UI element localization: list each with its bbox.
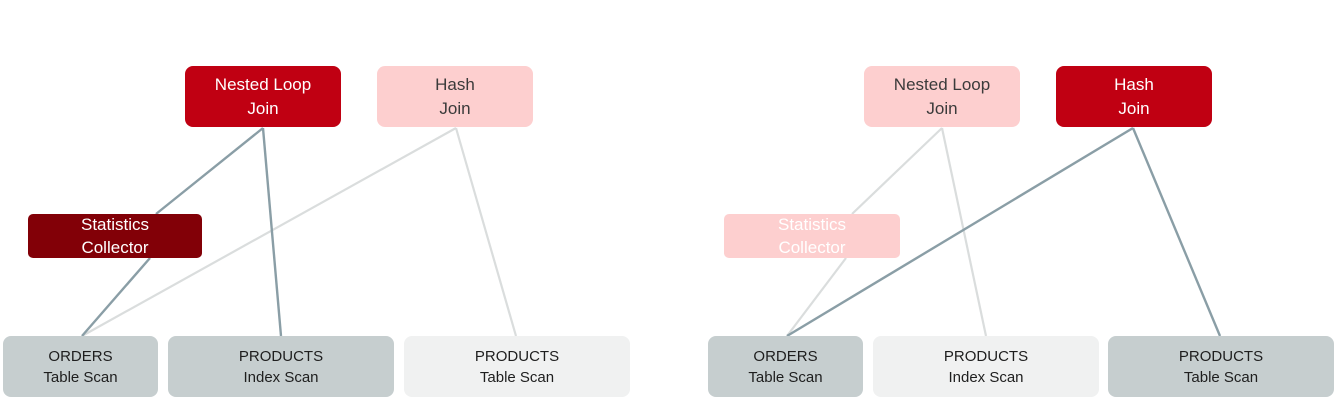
node-label-line1: ORDERS: [753, 347, 818, 365]
products-table-scan-node: PRODUCTS Table Scan: [1108, 336, 1334, 397]
statistics-collector-node: Statistics Collector: [724, 214, 900, 258]
edge-hash-to-products-table: [454, 127, 518, 337]
orders-table-scan-node: ORDERS Table Scan: [708, 336, 863, 397]
nested-loop-join-node: Nested Loop Join: [185, 66, 341, 127]
hash-join-node: Hash Join: [1056, 66, 1212, 127]
orders-table-scan-node: ORDERS Table Scan: [3, 336, 158, 397]
statistics-collector-node: Statistics Collector: [28, 214, 202, 258]
node-label-line1: PRODUCTS: [1178, 347, 1264, 365]
node-label-line2: Collector: [81, 238, 149, 257]
node-label-line2: Join: [926, 98, 958, 118]
node-label-line1: PRODUCTS: [238, 347, 324, 365]
node-label-line2: Join: [247, 98, 279, 118]
node-label-line1: ORDERS: [48, 347, 113, 365]
node-label-line2: Index Scan: [243, 368, 319, 386]
hash-join-node: Hash Join: [377, 66, 533, 127]
edge-nested-loop-to-products-index: [261, 127, 283, 337]
nested-loop-join-node: Nested Loop Join: [864, 66, 1020, 127]
products-table-scan-node: PRODUCTS Table Scan: [404, 336, 630, 397]
node-label-line2: Index Scan: [948, 368, 1024, 386]
node-label-line2: Join: [439, 98, 471, 118]
node-label-line1: PRODUCTS: [943, 347, 1029, 365]
node-label-line2: Join: [1118, 98, 1150, 118]
node-label-line2: Table Scan: [1183, 368, 1259, 386]
node-label-line1: Statistics: [80, 215, 150, 234]
node-label-line1: Hash: [435, 74, 475, 94]
edge-collector-to-orders: [786, 257, 847, 337]
node-label-line1: Nested Loop: [893, 74, 991, 94]
node-label-line1: Hash: [1114, 74, 1154, 94]
node-label-line1: Nested Loop: [214, 74, 312, 94]
node-label-line2: Table Scan: [748, 368, 823, 386]
node-label-line2: Table Scan: [479, 368, 555, 386]
node-label-line1: PRODUCTS: [474, 347, 560, 365]
edge-nested-loop-to-products-index: [940, 127, 988, 337]
node-label-line2: Table Scan: [43, 368, 118, 386]
products-index-scan-node: PRODUCTS Index Scan: [873, 336, 1099, 397]
edge-nested-loop-to-collector: [155, 127, 264, 215]
node-label-line2: Collector: [778, 238, 846, 257]
node-label-line1: Statistics: [777, 215, 847, 234]
products-index-scan-node: PRODUCTS Index Scan: [168, 336, 394, 397]
edge-hash-to-products-table: [1131, 127, 1222, 337]
edge-collector-to-orders: [81, 257, 151, 337]
edge-nested-loop-to-collector: [851, 127, 943, 215]
